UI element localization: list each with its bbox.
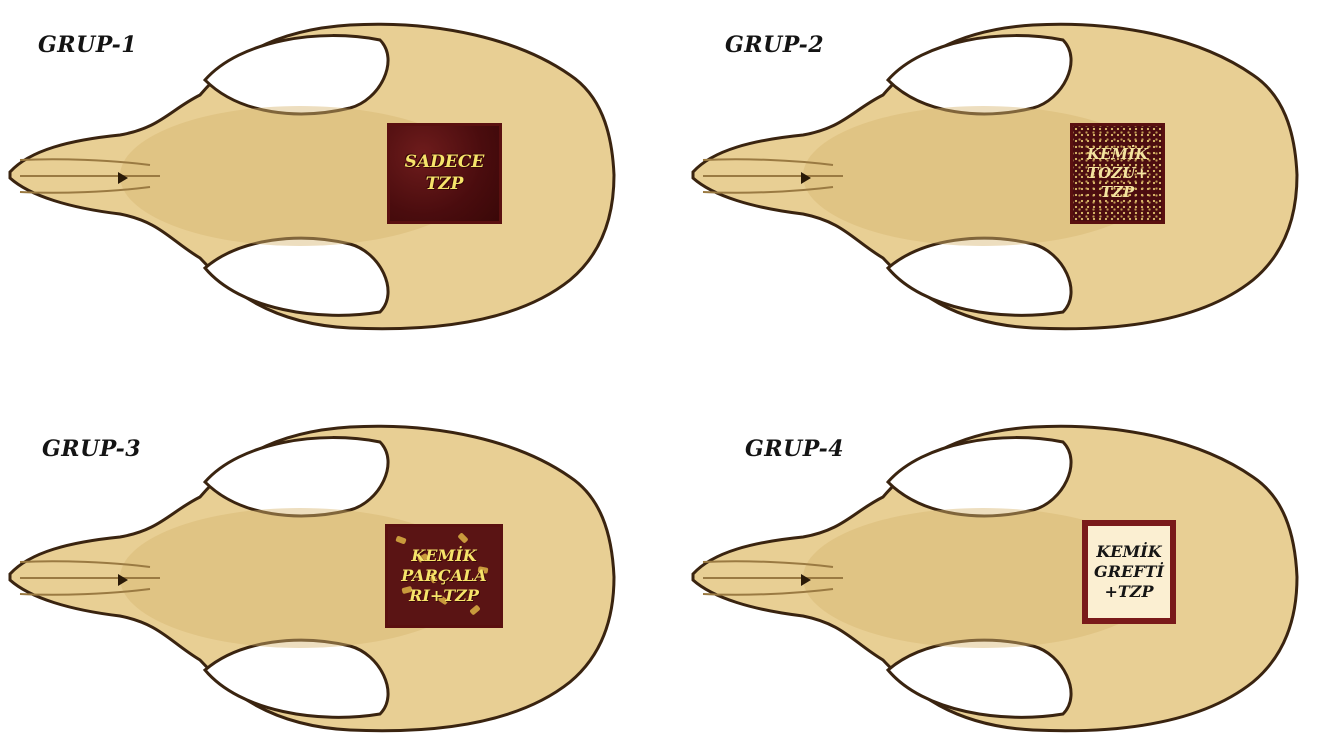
panel-grup-2: GRUP-2 KEMİK TOZU+ TZP [663, 0, 1325, 373]
bone-chip [395, 535, 406, 544]
panel-grup-3: GRUP-3 KEMİK PARÇALA RI+TZP [0, 374, 662, 747]
panel-grup-1: GRUP-1 SADECE TZP [0, 0, 662, 373]
group-label: GRUP-1 [38, 32, 137, 58]
defect-box: KEMİK PARÇALA RI+TZP [385, 524, 503, 628]
skull-illustration [663, 374, 1325, 747]
defect-box-label: KEMİK TOZU+ TZP [1087, 145, 1148, 201]
group-label: GRUP-4 [745, 436, 844, 462]
skull-illustration [0, 374, 662, 747]
defect-box-label: SADECE TZP [405, 152, 485, 195]
defect-box-label: KEMİK GREFTİ +TZP [1094, 542, 1164, 602]
group-label: GRUP-2 [725, 32, 824, 58]
defect-box-label: KEMİK PARÇALA RI+TZP [401, 546, 486, 606]
bone-chip [457, 532, 468, 543]
bone-chip [469, 604, 481, 615]
defect-box: KEMİK GREFTİ +TZP [1082, 520, 1176, 624]
group-label: GRUP-3 [42, 436, 141, 462]
panel-grup-4: GRUP-4 KEMİK GREFTİ +TZP [663, 374, 1325, 747]
defect-box: KEMİK TOZU+ TZP [1070, 123, 1165, 224]
defect-box: SADECE TZP [387, 123, 502, 224]
